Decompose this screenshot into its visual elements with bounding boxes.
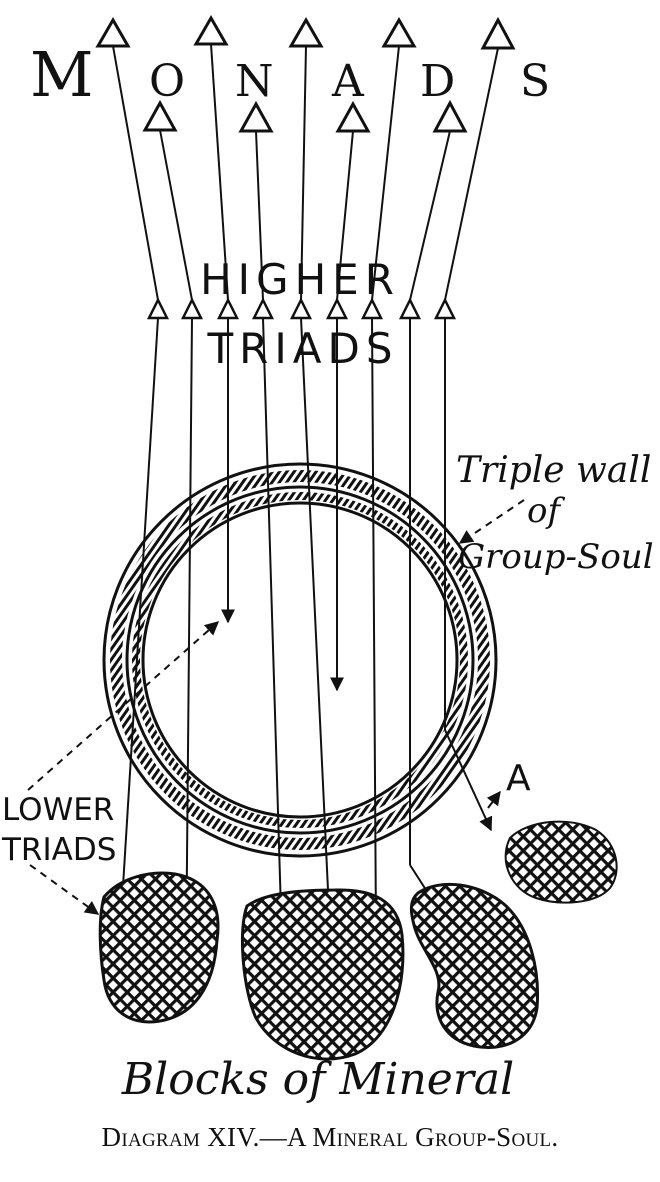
lower-triads-label-line2: TRIADS — [1, 832, 116, 868]
mineral-block-2 — [240, 888, 405, 1061]
mineral-blocks — [98, 820, 618, 1061]
mineral-block-3 — [409, 882, 539, 1049]
higher-triads-label-line2: TRIADS — [207, 324, 399, 373]
monad-threads — [112, 43, 499, 301]
monads-letter-n: N — [235, 56, 274, 107]
lower-triads-label-line1: LOWER — [2, 792, 114, 828]
group-soul-wall — [102, 462, 498, 858]
figure-caption: Diagram XIV.—A Mineral Group-Soul. — [101, 1122, 559, 1152]
mineral-block-a — [504, 820, 618, 904]
monad-triangle-3 — [288, 16, 324, 48]
triple-wall-label-line1: Triple wall — [456, 450, 651, 491]
blocks-of-mineral-label: Blocks of Mineral — [121, 1054, 514, 1105]
monad-triangle-4 — [381, 16, 417, 48]
label-a: A — [506, 758, 531, 799]
monads-letter-m: M — [30, 38, 93, 111]
monads-letter-d: D — [420, 56, 455, 107]
monads-letter-a: A — [331, 56, 365, 107]
monad-triangle-9 — [432, 99, 468, 133]
monads-letter-s: S — [520, 56, 550, 107]
monads-heading: M O N A D S — [30, 38, 550, 111]
dashed-pointers — [27, 499, 525, 915]
monads-letter-o: O — [149, 56, 185, 107]
monad-triangle-7 — [238, 100, 274, 133]
higher-triads-label-line1: HIGHER — [200, 255, 400, 304]
arrow-to-a — [486, 790, 501, 809]
monad-triangle-6 — [142, 99, 178, 132]
mineral-block-1 — [98, 871, 220, 1024]
triple-wall-label-line3: Group-Soul — [458, 537, 654, 577]
monad-triangle-2 — [193, 14, 229, 46]
lower-threads — [113, 317, 493, 982]
monad-triangle-5 — [480, 16, 516, 50]
monad-triangle-8 — [335, 100, 371, 133]
monad-triangle-1 — [95, 16, 131, 48]
triple-wall-label-line2: of — [527, 491, 565, 531]
